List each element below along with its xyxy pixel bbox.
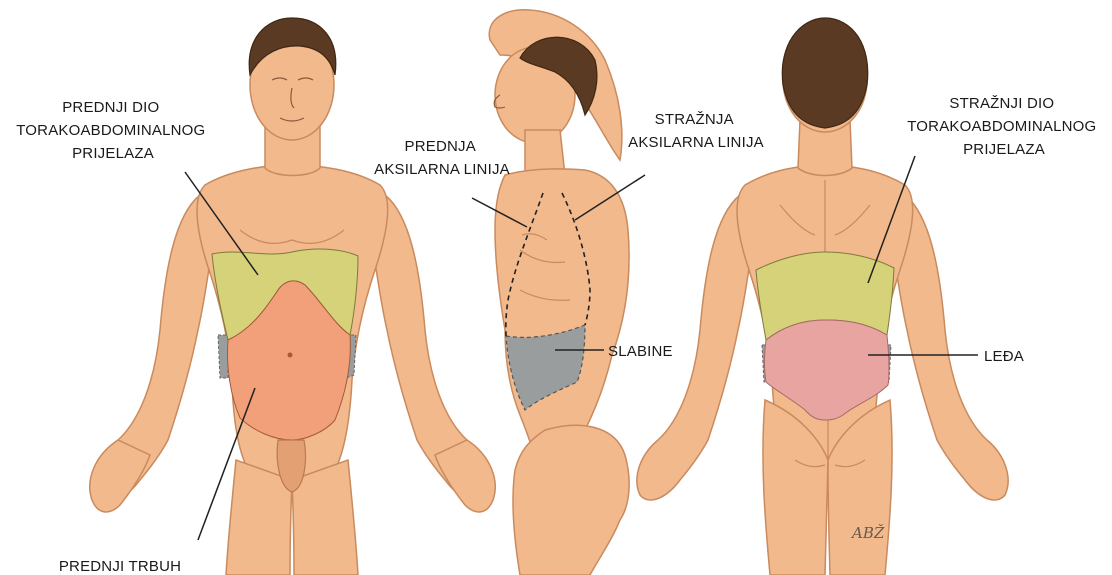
label-anterior-abdomen: PREDNJI TRBUH [59,558,181,575]
label-posterior-axillary-line: STRAŽNJA AKSILARNA LINIJA [628,111,764,151]
side-view-figure [489,10,629,575]
label-back-thoracoabdominal: STRAŽNJI DIO TORAKOABDOMINALNOG PRIJELAZ… [907,95,1101,158]
label-back: LEĐA [984,348,1024,365]
label-anterior-axillary-line: PREDNJA AKSILARNA LINIJA [374,138,510,178]
label-flank: SLABINE [608,343,673,360]
front-flank-left [218,335,228,378]
label-front-thoracoabdominal: PREDNJI DIO TORAKOABDOMINALNOG PRIJELAZA [16,99,210,162]
artist-signature: ABŽ [850,524,885,542]
